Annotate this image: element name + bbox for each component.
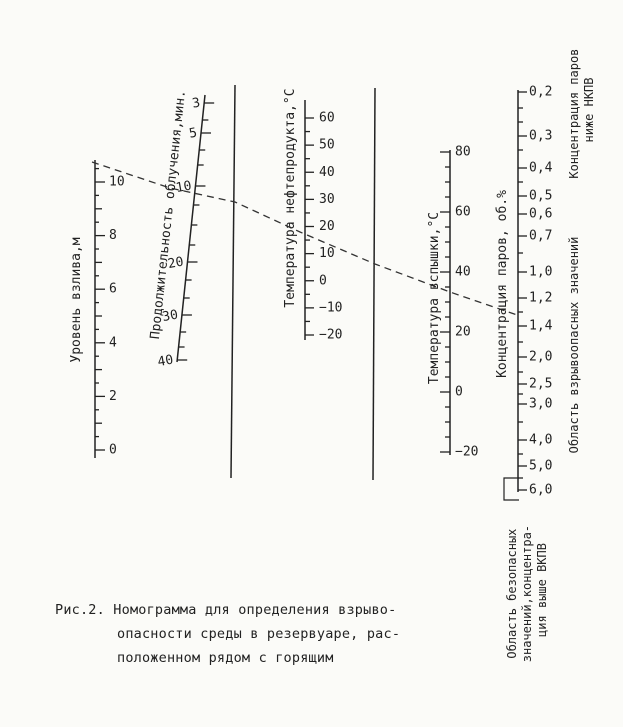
level-tick-label: 2 (109, 389, 117, 404)
level-tick-label: 6 (109, 282, 117, 297)
duration-tick-label: 3 (191, 96, 201, 112)
duration-tick-label: 10 (175, 179, 193, 196)
reference-line-1 (230, 84, 236, 479)
concentration-tick-label: 1,4 (529, 319, 553, 334)
concentration-tick-label: 5,0 (529, 459, 552, 474)
product-temp-tick-label: −10 (319, 300, 342, 315)
concentration-tick-label: 6,0 (529, 483, 552, 498)
product-temp-tick-label: 10 (319, 246, 335, 261)
figure-caption: Рис.2. Номограмма для определения взрыво… (55, 598, 475, 670)
concentration-tick-label: 1,2 (529, 291, 552, 306)
concentration-tick-label: 0,3 (529, 129, 552, 144)
concentration-tick-label: 0,7 (529, 229, 552, 244)
flash-temp-tick-label: 60 (455, 205, 471, 220)
region-upper-safe-bracket (503, 477, 519, 501)
concentration-tick-label: 3,0 (529, 397, 552, 412)
duration-tick-label: 40 (156, 353, 174, 370)
concentration-tick-label: 2,5 (529, 377, 552, 392)
flash-temp-tick-label: 80 (455, 145, 471, 160)
reference-line-2 (372, 87, 376, 481)
product-temp-tick-label: 40 (319, 165, 335, 180)
concentration-tick-label: 0,6 (529, 207, 552, 222)
level-tick-label: 8 (109, 228, 117, 243)
concentration-tick-label: 0,5 (529, 189, 552, 204)
level-tick-label: 10 (109, 175, 125, 190)
flash-temp-scale-title: Температура вспышки,°С (427, 212, 442, 384)
concentration-scale-title: Концентрация паров, об.% (495, 190, 510, 378)
duration-scale-axis (176, 94, 206, 363)
flash-temp-tick-label: −20 (455, 445, 478, 460)
region-explosive: Область взрывоопасных значений (567, 237, 581, 454)
product-temp-tick-label: −20 (319, 328, 342, 343)
example-solution-line (91, 161, 521, 317)
concentration-tick-label: 4,0 (529, 433, 552, 448)
flash-temp-tick-label: 0 (455, 385, 463, 400)
duration-tick-label: 5 (188, 126, 198, 142)
concentration-tick-label: 1,0 (529, 265, 552, 280)
caption-line-3: положенном рядом с горящим (117, 650, 334, 666)
product-temp-tick-label: 20 (319, 219, 335, 234)
region-upper-safe: Область безопасных значений,концентра- ц… (505, 518, 549, 663)
caption-line-2: опасности среды в резервуаре, рас- (117, 626, 401, 642)
concentration-tick-label: 2,0 (529, 350, 552, 365)
product-temp-tick-label: 30 (319, 192, 335, 207)
flash-temp-tick-label: 20 (455, 325, 471, 340)
concentration-tick-label: 0,4 (529, 161, 553, 176)
level-scale-title: Уровень взлива,м (69, 237, 84, 362)
product-temp-tick-label: 50 (319, 138, 335, 153)
product-temp-tick-label: 60 (319, 111, 335, 126)
level-tick-label: 0 (109, 443, 117, 458)
region-lower-safe: Концентрация паров ниже НКПВ (567, 41, 596, 178)
caption-line-1: Рис.2. Номограмма для определения взрыво… (55, 602, 397, 618)
flash-temp-tick-label: 40 (455, 265, 471, 280)
product-temp-scale-title: Температура нефтепродукта,°С (283, 88, 298, 307)
duration-tick-label: 20 (167, 255, 185, 272)
concentration-tick-label: 0,2 (529, 85, 552, 100)
level-tick-label: 4 (109, 335, 117, 350)
duration-tick-label: 30 (161, 308, 179, 325)
product-temp-tick-label: 0 (319, 273, 327, 288)
